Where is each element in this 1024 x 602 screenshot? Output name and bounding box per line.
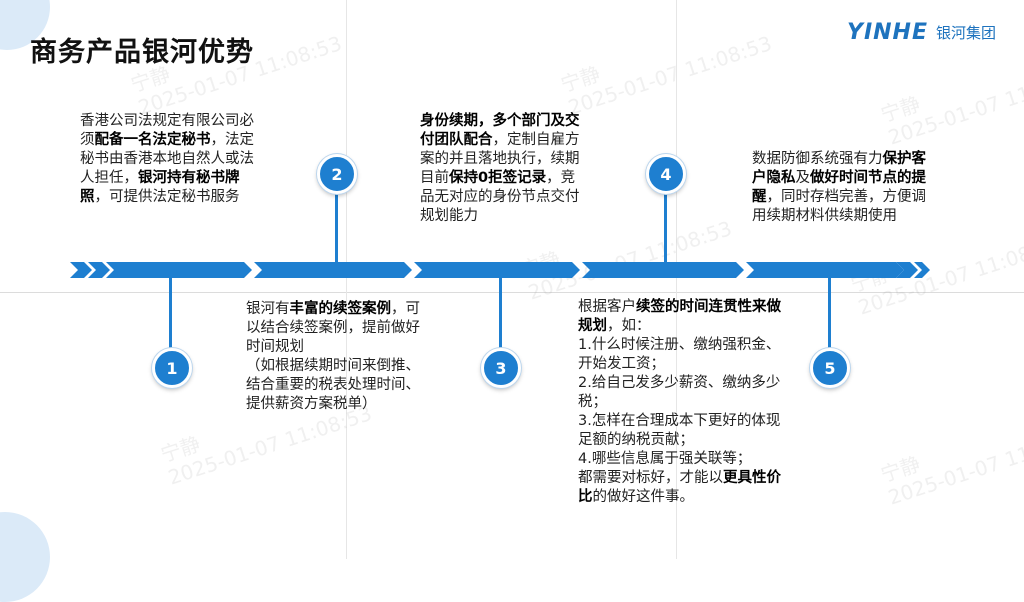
step-text-run: 数据防御系统强有力: [752, 151, 883, 167]
logo-mark: YINHE: [847, 19, 928, 45]
arrow-chevron: [70, 262, 92, 278]
arrow-segment: [414, 262, 580, 278]
step-text-run: ，同时存档完善，方便调用续期材料供续期使用: [752, 189, 926, 224]
arrow-segment: [746, 262, 904, 278]
step-5-text: 数据防御系统强有力保护客户隐私及做好时间节点的提醒，同时存档完善，方便调用续期材…: [752, 150, 934, 226]
step-5-connector: [828, 278, 831, 350]
step-text-run: ，竞品无对应的身份节点交付规划能力: [420, 170, 580, 224]
step-text-run: ，法定秘书由香港本地自然人或法人担任，: [80, 132, 254, 186]
step-3-connector: [499, 278, 502, 350]
guide-line-horizontal: [0, 292, 1024, 293]
step-1-text: 香港公司法规定有限公司必须配备一名法定秘书，法定秘书由香港本地自然人或法人担任，…: [80, 112, 256, 207]
step-text-run: 续签的时间连贯性来做规划: [578, 299, 781, 334]
arrow-segment: [106, 262, 252, 278]
step-text-run: 丰富的续签案例: [289, 301, 392, 317]
step-text-run: ，可提供法定秘书服务: [94, 189, 240, 205]
guide-line-vertical: [346, 0, 347, 559]
step-2-badge: 2: [317, 154, 357, 194]
step-text-run: ，如： 1.什么时候注册、缴纳强积金、开始发工资； 2.给自己发多少薪资、缴纳多…: [578, 318, 781, 486]
step-1-connector: [169, 278, 172, 350]
arrow-segment: [582, 262, 744, 278]
step-text-run: 保护客户隐私: [752, 151, 926, 186]
step-text-run: 保持0拒签记录: [449, 170, 547, 186]
arrow-tip: [914, 262, 930, 278]
guide-line-vertical: [676, 0, 677, 559]
arrow-chevron: [88, 262, 110, 278]
arrow-chevron: [896, 262, 918, 278]
step-3-text: 身份续期，多个部门及交付团队配合，定制自雇方案的并且落地执行，续期目前保持0拒签…: [420, 112, 588, 226]
step-text-run: ，定制自雇方案的并且落地执行，续期目前: [420, 132, 580, 186]
step-text-run: ，可以结合续签案例，提前做好时间规划 （如根据续期时间来倒推、结合重要的税表处理…: [246, 301, 420, 412]
step-1-badge: 1: [152, 348, 192, 388]
step-4-badge: 4: [646, 154, 686, 194]
logo-text: 银河集团: [935, 23, 996, 42]
step-5-badge: 5: [810, 348, 850, 388]
step-text-run: 身份续期，多个部门及交付团队配合: [420, 113, 580, 148]
step-text-run: 根据客户: [578, 299, 636, 315]
step-2-text: 银河有丰富的续签案例，可以结合续签案例，提前做好时间规划 （如根据续期时间来倒推…: [246, 300, 422, 414]
arrow-segment: [254, 262, 412, 278]
page-title: 商务产品银河优势: [30, 37, 254, 68]
step-4-text: 根据客户续签的时间连贯性来做规划，如： 1.什么时候注册、缴纳强积金、开始发工资…: [578, 298, 788, 507]
brand-logo: YINHE 银河集团: [847, 18, 996, 46]
step-3-badge: 3: [481, 348, 521, 388]
step-text-run: 的做好这件事。: [592, 489, 695, 505]
step-2-connector: [335, 190, 338, 262]
step-4-connector: [664, 190, 667, 262]
step-text-run: 配备一名法定秘书: [94, 132, 211, 148]
step-text-run: 香港公司法规定有限公司必须: [80, 113, 254, 148]
step-text-run: 及: [795, 170, 811, 186]
timeline-arrow: [70, 262, 930, 278]
step-text-run: 更具性价比: [578, 470, 781, 505]
step-text-run: 做好时间节点的提醒: [752, 170, 926, 205]
step-text-run: 银河持有秘书牌照: [80, 170, 240, 205]
step-text-run: 银河有: [246, 301, 290, 317]
